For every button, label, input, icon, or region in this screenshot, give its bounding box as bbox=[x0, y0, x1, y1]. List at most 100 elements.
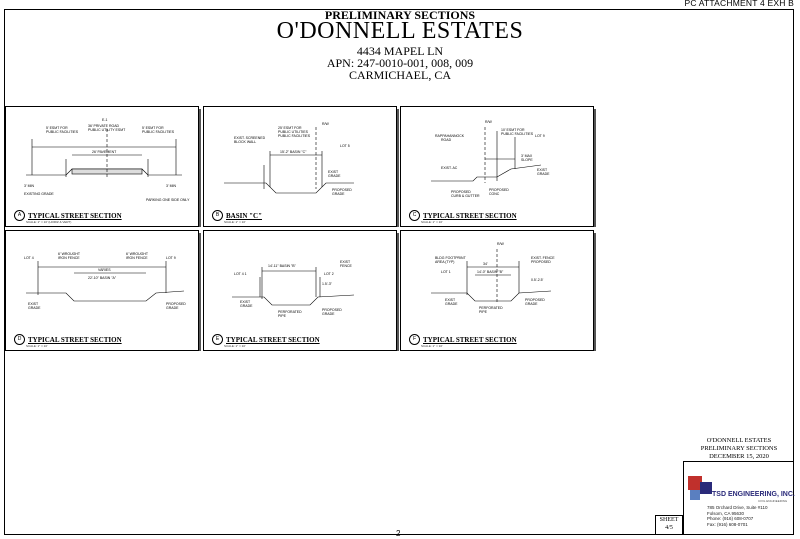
svg-text:PUBLIC UTILITIES: PUBLIC UTILITIES bbox=[278, 130, 309, 134]
svg-text:3' MIN: 3' MIN bbox=[166, 184, 176, 188]
svg-text:LOT 1: LOT 1 bbox=[441, 270, 451, 274]
svg-text:R/W: R/W bbox=[322, 122, 330, 126]
svg-text:BLDG FOOTPRINT: BLDG FOOTPRINT bbox=[435, 256, 467, 260]
panel-scale-f: SCALE: 1" = 10' bbox=[421, 344, 443, 348]
title-block-date: DECEMBER 15, 2020 bbox=[709, 453, 769, 460]
header-title: O'DONNELL ESTATES bbox=[276, 18, 524, 44]
svg-text:25' ESMT FOR: 25' ESMT FOR bbox=[278, 126, 302, 130]
svg-text:PROPOSED: PROPOSED bbox=[451, 190, 471, 194]
svg-text:GRADE: GRADE bbox=[332, 192, 345, 196]
svg-text:EXIST. AC: EXIST. AC bbox=[441, 166, 458, 170]
svg-text:14'-11" BASIN "B": 14'-11" BASIN "B" bbox=[268, 264, 297, 268]
company-fax: Fax: (916) 608-0701 bbox=[707, 521, 748, 527]
svg-text:36' PRIVATE ROAD: 36' PRIVATE ROAD bbox=[88, 124, 120, 128]
svg-text:PIPE: PIPE bbox=[479, 310, 488, 314]
svg-text:14'-0" BASIN "B": 14'-0" BASIN "B" bbox=[477, 270, 504, 274]
panel-scale-b: SCALE: 1" = 10' bbox=[224, 220, 246, 224]
svg-text:EXIST: EXIST bbox=[340, 260, 351, 264]
svg-text:PROPOSED: PROPOSED bbox=[166, 302, 186, 306]
svg-text:EXIST: EXIST bbox=[328, 170, 339, 174]
svg-text:R/W: R/W bbox=[497, 242, 505, 246]
company-tagline: CIVIL ENGINEERING bbox=[758, 499, 788, 503]
panel-scale-d: SCALE: 1" = 10' bbox=[26, 344, 48, 348]
svg-text:15'-2" BASIN "C": 15'-2" BASIN "C" bbox=[280, 150, 307, 154]
svg-text:EXIST: EXIST bbox=[445, 298, 456, 302]
panel-caption-d: D TYPICAL STREET SECTION SCALE: 1" = 10' bbox=[14, 334, 122, 348]
header-apn: APN: 247-0010-001, 008, 009 bbox=[326, 56, 474, 70]
panel-caption-f: F TYPICAL STREET SECTION SCALE: 1" = 10' bbox=[409, 334, 517, 348]
panel-label-e: TYPICAL STREET SECTION bbox=[226, 335, 320, 344]
svg-text:EXIST: EXIST bbox=[240, 300, 251, 304]
svg-text:PERFORATED: PERFORATED bbox=[479, 306, 503, 310]
panel-label-c: TYPICAL STREET SECTION bbox=[423, 211, 517, 220]
panel-badge-e: E bbox=[212, 334, 223, 345]
company-address: 785 Orchard Drive, Suite #110 Folsom, CA… bbox=[707, 505, 767, 527]
panel-label-a: TYPICAL STREET SECTION bbox=[28, 211, 122, 220]
svg-text:PROPOSED: PROPOSED bbox=[531, 260, 551, 264]
panel-badge-b: B bbox=[212, 210, 223, 221]
svg-text:EXIST. FENCE: EXIST. FENCE bbox=[531, 256, 555, 260]
svg-text:EXIST: EXIST bbox=[28, 302, 39, 306]
svg-text:6' WROUGHT: 6' WROUGHT bbox=[126, 252, 149, 256]
sheet-number: 4/5 bbox=[665, 525, 673, 531]
svg-text:EXISTING GRADE: EXISTING GRADE bbox=[24, 192, 54, 196]
svg-text:GRADE: GRADE bbox=[28, 306, 41, 310]
panel-badge-c: C bbox=[409, 210, 420, 221]
svg-text:3' MIN: 3' MIN bbox=[24, 184, 34, 188]
svg-text:26' PAVEMENT: 26' PAVEMENT bbox=[92, 150, 117, 154]
attachment-label: PC ATTACHMENT 4 EXH B bbox=[684, 0, 794, 8]
svg-text:34': 34' bbox=[483, 262, 488, 266]
svg-text:GRADE: GRADE bbox=[166, 306, 179, 310]
panel-label-f: TYPICAL STREET SECTION bbox=[423, 335, 517, 344]
page-number: 2 bbox=[396, 529, 401, 538]
panel-caption-b: B BASIN "C" SCALE: 1" = 10' bbox=[212, 210, 262, 224]
svg-text:AREA (TYP): AREA (TYP) bbox=[435, 260, 454, 264]
svg-text:ROAD: ROAD bbox=[441, 138, 452, 142]
svg-text:R/W: R/W bbox=[485, 120, 493, 124]
svg-text:PROPOSED: PROPOSED bbox=[322, 308, 342, 312]
panel-caption-e: E TYPICAL STREET SECTION SCALE: 1" = 10' bbox=[212, 334, 320, 348]
svg-text:IRON FENCE: IRON FENCE bbox=[58, 256, 80, 260]
svg-text:BLOCK WALL: BLOCK WALL bbox=[234, 140, 256, 144]
svg-text:PUBLIC FACILITIES: PUBLIC FACILITIES bbox=[142, 130, 175, 134]
svg-text:3' MAX: 3' MAX bbox=[521, 154, 533, 158]
svg-text:PROPOSED: PROPOSED bbox=[489, 188, 509, 192]
svg-text:1.5'-3": 1.5'-3" bbox=[322, 282, 333, 286]
svg-text:VARIES: VARIES bbox=[98, 268, 111, 272]
svg-text:PROPOSED: PROPOSED bbox=[525, 298, 545, 302]
svg-text:PUBLIC FACILITIES: PUBLIC FACILITIES bbox=[278, 134, 311, 138]
panel-label-b: BASIN "C" bbox=[226, 211, 262, 220]
svg-text:LOT 4 1: LOT 4 1 bbox=[234, 272, 247, 276]
svg-text:GRADE: GRADE bbox=[445, 302, 458, 306]
svg-text:22'-10" BASIN "A": 22'-10" BASIN "A" bbox=[88, 276, 117, 280]
svg-text:LOT 4: LOT 4 bbox=[24, 256, 34, 260]
panel-scale-a: SCALE: 1" = 10' (HORIZ & VERT) bbox=[26, 220, 72, 224]
title-block-drawing: PRELIMINARY SECTIONS bbox=[700, 445, 778, 452]
title-block-box bbox=[683, 461, 794, 535]
svg-text:CURB & GUTTER: CURB & GUTTER bbox=[451, 194, 480, 198]
svg-text:5' ESMT FOR: 5' ESMT FOR bbox=[46, 126, 68, 130]
header-city: CARMICHAEL, CA bbox=[348, 68, 451, 82]
svg-text:6' WROUGHT: 6' WROUGHT bbox=[58, 252, 81, 256]
svg-text:E-1: E-1 bbox=[102, 118, 108, 122]
svg-text:PUBLIC FACILITIES: PUBLIC FACILITIES bbox=[46, 130, 79, 134]
svg-text:GRADE: GRADE bbox=[328, 174, 341, 178]
company-name: TSD ENGINEERING, INC. bbox=[712, 491, 795, 498]
svg-text:GRADE: GRADE bbox=[240, 304, 253, 308]
svg-text:PARKING ONE SIDE ONLY: PARKING ONE SIDE ONLY bbox=[146, 198, 190, 202]
svg-text:PERFORATED: PERFORATED bbox=[278, 310, 302, 314]
panel-scale-e: SCALE: 1" = 10' bbox=[224, 344, 246, 348]
sheet-border bbox=[4, 9, 794, 535]
panel-label-d: TYPICAL STREET SECTION bbox=[28, 335, 122, 344]
svg-text:PUBLIC UTILITY ESMT: PUBLIC UTILITY ESMT bbox=[88, 128, 126, 132]
company-address-line: Folsom, CA 95630 bbox=[707, 510, 745, 516]
panel-caption-c: C TYPICAL STREET SECTION SCALE: 1" = 10' bbox=[409, 210, 517, 224]
